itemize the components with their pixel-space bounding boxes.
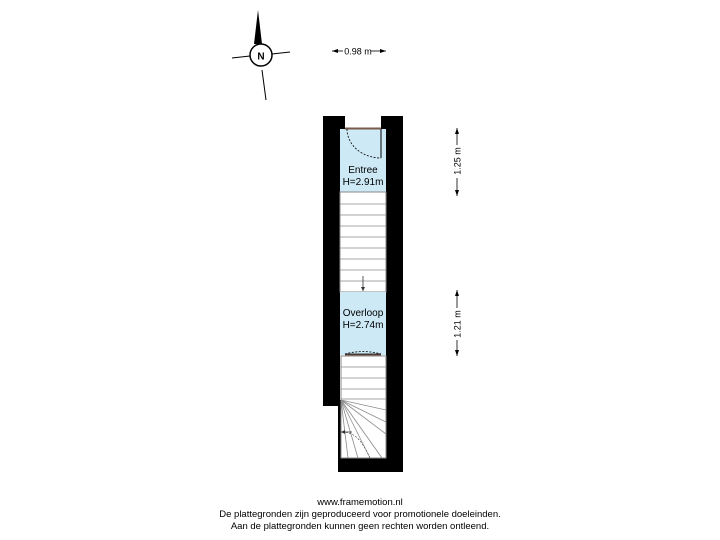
room-entree-height: H=2.91m: [343, 177, 384, 188]
stair-tread-winder: [340, 399, 387, 411]
dimension-width-top: 0.98 m: [332, 47, 386, 57]
stair-tread-winder: [340, 399, 349, 459]
wall-right: [386, 116, 403, 472]
room-overloop-height: H=2.74m: [343, 320, 384, 331]
door-swing-arc: [344, 351, 382, 355]
door-swing-arc: [346, 128, 382, 159]
room-entree-floor: [340, 129, 386, 192]
wall-top-left: [323, 116, 345, 129]
footer-disclaimer-line2: Aan de plattegronden kunnen geen rechten…: [230, 521, 490, 532]
dimension-width-label: 0.98 m: [344, 47, 372, 57]
compass-circle: [249, 43, 273, 67]
compass-needle-east: [271, 51, 291, 55]
wall-left-lower: [338, 400, 341, 472]
dimension-height-upper-label: 1.25 m: [453, 147, 463, 175]
dimension-arrow-right: [380, 49, 386, 53]
dimension-height-lower-label: 1.21 m: [453, 310, 463, 338]
stair-upper: [339, 191, 387, 293]
wall-left: [323, 116, 340, 406]
stair-lower-outline: [340, 355, 387, 459]
stair-tread-winder: [340, 399, 387, 435]
room-overloop-name: Overloop: [343, 308, 384, 319]
compass-needle-north: [254, 10, 262, 44]
walls: [323, 116, 403, 472]
dimension-arrow-down: [455, 190, 459, 196]
stair-tread-winder: [340, 399, 383, 459]
stair-tread-winder: [340, 399, 359, 459]
stair-direction-arrow: [341, 430, 345, 434]
footer: www.framemotion.nl De plattegronden zijn…: [0, 497, 720, 533]
compass-north-label: N: [257, 52, 264, 63]
room-overloop-floor: [340, 292, 386, 355]
room-entree: Entree H=2.91m: [340, 127, 386, 192]
room-entree-name: Entree: [348, 165, 378, 176]
dimension-height-upper: 1.25 m: [453, 128, 463, 196]
stair-tread-winder: [340, 399, 387, 423]
footer-url: www.framemotion.nl: [317, 497, 403, 508]
wall-top-right: [381, 116, 403, 129]
dimension-height-lower: 1.21 m: [453, 290, 463, 356]
wall-bottom: [338, 458, 403, 472]
room-overloop: Overloop H=2.74m: [340, 292, 386, 356]
footer-disclaimer-line1: De plattegronden zijn geproduceerd voor …: [219, 509, 501, 520]
compass-needle-south: [261, 69, 267, 101]
stair-direction-arrow: [361, 287, 365, 291]
compass: N: [231, 10, 291, 101]
dimension-arrow-down: [455, 350, 459, 356]
compass-needle-west: [231, 55, 251, 59]
stair-lower: [340, 355, 387, 459]
